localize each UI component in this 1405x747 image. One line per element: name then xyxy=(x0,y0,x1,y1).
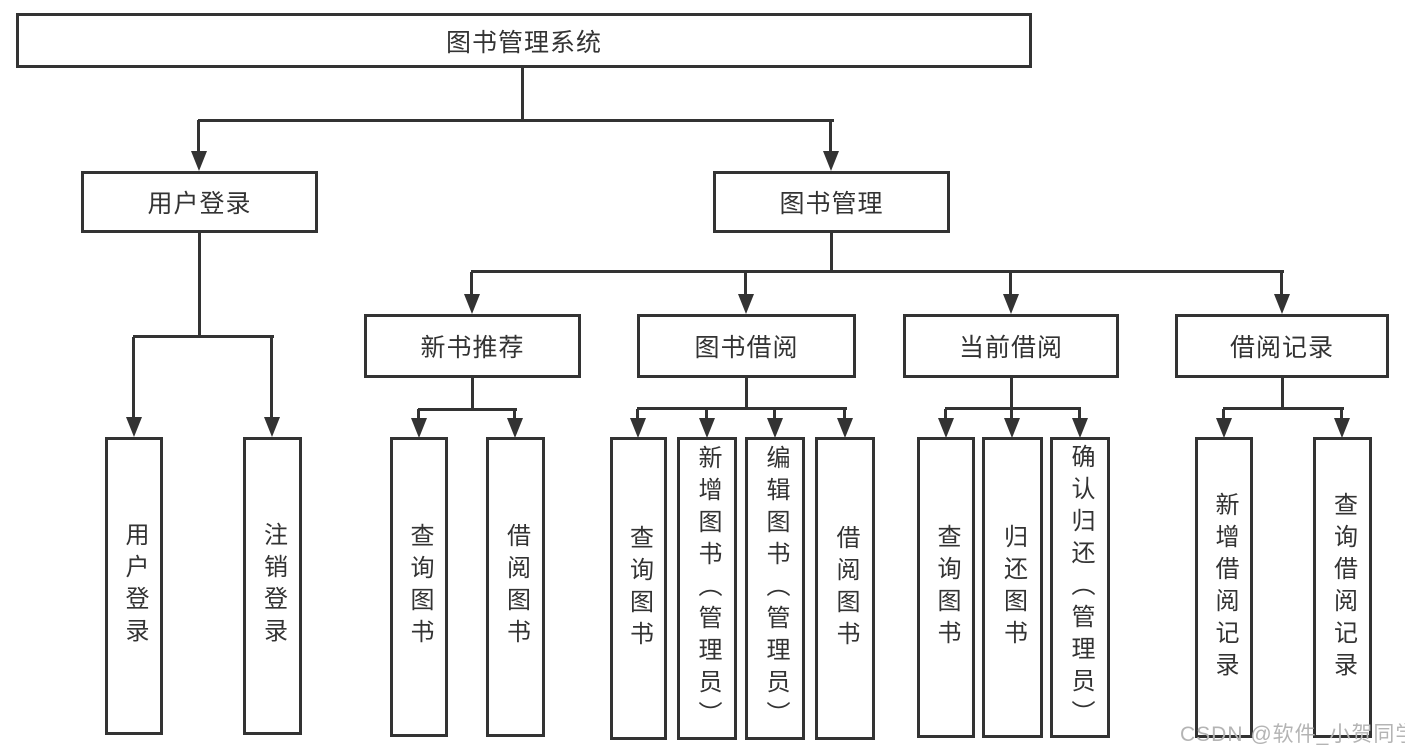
connector-root-trunk xyxy=(521,68,524,121)
arrow-down-icon xyxy=(767,409,783,438)
node-borrowing-records: 借阅记录 xyxy=(1175,314,1389,378)
connector-borrowing-trunk xyxy=(745,378,748,410)
connector-newbook-trunk xyxy=(471,378,474,411)
node-query-books: 查询图书 xyxy=(917,437,975,738)
connector-book-mgmt-trunk xyxy=(830,233,833,273)
node-book-borrowing: 图书借阅 xyxy=(637,314,856,378)
connector-root-branch xyxy=(198,119,834,122)
node-add-book-admin: 新增图书（管理员） xyxy=(677,437,737,740)
node-confirm-return-admin: 确认归还（管理员） xyxy=(1050,437,1110,738)
node-label: 编辑图书（管理员） xyxy=(762,444,789,733)
arrow-down-icon xyxy=(738,272,754,314)
connector-user-login-trunk xyxy=(198,233,201,338)
connector-borrowing-branch xyxy=(637,407,847,410)
arrow-down-icon xyxy=(1334,409,1350,438)
node-label: 查询图书 xyxy=(933,523,960,652)
arrow-down-icon xyxy=(1072,409,1088,438)
node-user-login-leaf: 用户登录 xyxy=(105,437,163,735)
node-label: 查询图书 xyxy=(406,523,433,651)
arrow-down-icon xyxy=(464,272,480,314)
arrow-down-icon xyxy=(699,409,715,438)
arrow-down-icon xyxy=(630,409,646,438)
node-add-borrow-record: 新增借阅记录 xyxy=(1195,437,1253,738)
arrow-down-icon xyxy=(411,409,427,438)
node-edit-book-admin: 编辑图书（管理员） xyxy=(745,437,805,740)
arrow-down-icon xyxy=(264,337,280,437)
node-label: 用户登录 xyxy=(121,522,148,650)
node-borrow-books: 借阅图书 xyxy=(815,437,875,740)
node-return-books: 归还图书 xyxy=(982,437,1043,738)
node-label: 确认归还（管理员） xyxy=(1067,443,1094,732)
arrow-down-icon xyxy=(837,409,853,438)
arrow-down-icon xyxy=(1216,409,1232,438)
connector-records-branch xyxy=(1223,407,1344,410)
connector-newbook-branch xyxy=(418,408,517,411)
connector-records-trunk xyxy=(1281,378,1284,410)
connector-current-trunk xyxy=(1010,378,1013,410)
node-query-borrow-record: 查询借阅记录 xyxy=(1313,437,1372,738)
node-label: 借阅图书 xyxy=(502,523,530,651)
node-borrow-books: 借阅图书 xyxy=(486,437,545,737)
arrow-down-icon xyxy=(938,409,954,438)
node-query-books: 查询图书 xyxy=(390,437,448,737)
node-label: 查询借阅记录 xyxy=(1329,491,1357,684)
watermark: CSDN @软件_小贺同学 xyxy=(1180,723,1405,746)
node-label: 查询图书 xyxy=(625,524,653,653)
arrow-down-icon xyxy=(191,120,207,171)
node-query-books: 查询图书 xyxy=(610,437,667,740)
arrow-down-icon xyxy=(1004,409,1020,438)
node-current-borrowing: 当前借阅 xyxy=(903,314,1119,378)
node-label: 归还图书 xyxy=(999,523,1027,652)
arrow-down-icon xyxy=(126,337,142,437)
node-logout: 注销登录 xyxy=(243,437,302,735)
connector-current-branch xyxy=(945,407,1081,410)
arrow-down-icon xyxy=(823,120,839,171)
node-library-management-system: 图书管理系统 xyxy=(16,13,1032,68)
node-user-login: 用户登录 xyxy=(81,171,318,233)
connector-book-mgmt-branch xyxy=(471,270,1284,273)
node-label: 借阅图书 xyxy=(832,524,859,653)
arrow-down-icon xyxy=(1003,272,1019,314)
node-label: 注销登录 xyxy=(259,522,287,650)
node-book-management: 图书管理 xyxy=(713,171,950,233)
node-new-book-recommendation: 新书推荐 xyxy=(364,314,581,378)
node-label: 新增借阅记录 xyxy=(1211,491,1238,684)
arrow-down-icon xyxy=(1274,272,1290,314)
arrow-down-icon xyxy=(507,409,523,438)
connector-user-login-branch xyxy=(133,335,274,338)
node-label: 新增图书（管理员） xyxy=(694,444,721,733)
